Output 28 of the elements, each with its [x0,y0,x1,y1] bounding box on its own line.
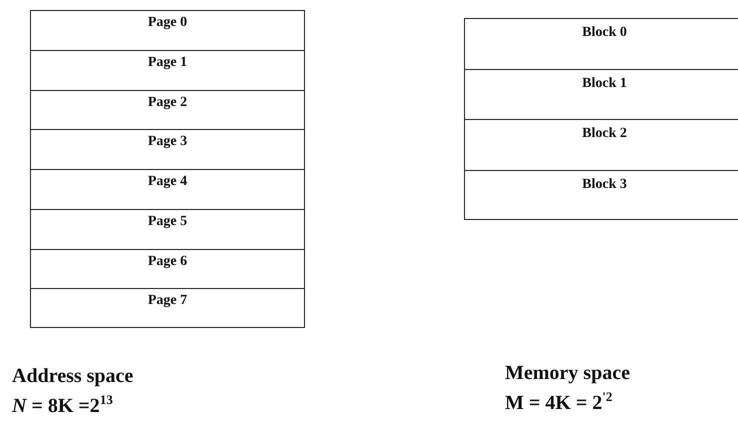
row-label: Page 7 [148,293,188,310]
memory-row [464,18,738,68]
space-heading: Address space [12,366,134,386]
row-label: Block 2 [582,126,627,142]
memory-row [30,90,305,130]
row-label: Page 3 [148,134,188,150]
memory-row [30,50,305,90]
memory-row [30,169,305,209]
memory-row [30,208,305,248]
memory-row [464,170,738,220]
memory-row [464,68,738,119]
memory-row [30,248,305,288]
memory-row [30,288,305,328]
row-label: Block 1 [582,76,627,92]
row-label: Block 0 [582,25,627,41]
row-label: Page 1 [148,54,188,71]
memory-row [30,10,305,50]
row-label: Block 3 [582,176,627,192]
memory-row [464,119,738,170]
space-heading: Memory space [505,363,630,383]
memory-row [30,129,305,169]
formula: N = 8K =2$^{13}$ [12,396,113,416]
row-label: Page 6 [148,254,188,270]
row-label: Page 4 [148,174,188,190]
row-label: Page 5 [148,214,188,230]
formula: M = 4K = 2$^{'2}$ [505,393,612,413]
row-label: Page 0 [148,15,188,31]
row-label: Page 2 [148,94,188,110]
